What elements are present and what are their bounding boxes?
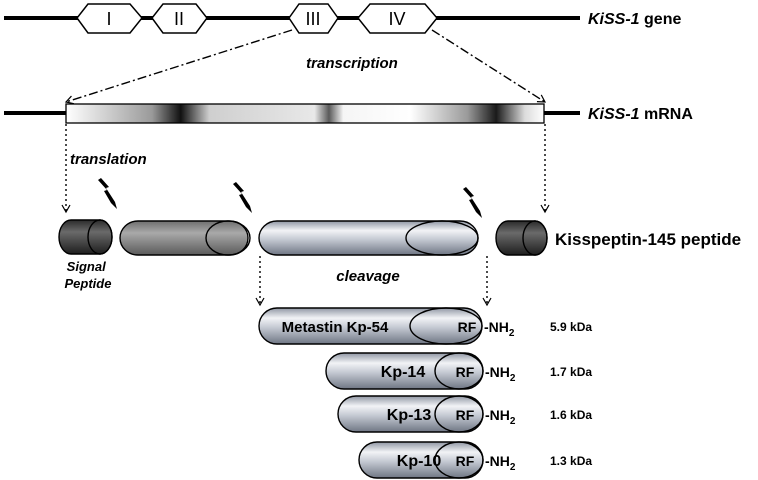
kisspeptin-145-label: Kisspeptin-145 peptide <box>555 230 741 249</box>
product-kp14-mass: 1.7 kDa <box>550 365 592 379</box>
product-kp54-terminus-text: -NH <box>484 319 509 335</box>
product-kp13-motif: RF <box>456 407 475 423</box>
product-kp10-terminus-sub: 2 <box>510 462 516 473</box>
exon-4: IV <box>357 3 438 34</box>
mrna-label: KiSS-1 mRNA <box>588 106 693 123</box>
product-kp10-motif: RF <box>456 453 475 469</box>
product-kp14-name: Kp-14 <box>381 364 426 381</box>
signal-peptide-cylinder <box>58 219 113 255</box>
cleavage-bolt-1-icon <box>98 178 117 209</box>
exon-2-label: II <box>174 9 184 29</box>
product-kp14-terminus-text: -NH <box>485 364 510 380</box>
product-kp10: Kp-10 RF -NH2 1.3 kDa <box>358 441 592 479</box>
product-kp54-motif: RF <box>458 319 477 335</box>
product-kp10-terminus-text: -NH <box>485 453 510 469</box>
translation-label: translation <box>70 151 147 168</box>
exon-4-label: IV <box>388 9 405 29</box>
transcription-arrow-right <box>431 29 547 103</box>
product-kp13-terminus-text: -NH <box>485 407 510 423</box>
cleavage-bolt-3-icon <box>463 187 482 218</box>
product-kp13-terminus: -NH2 <box>485 407 516 427</box>
mrna-label-name: KiSS-1 <box>588 106 640 123</box>
product-kp13: Kp-13 RF -NH2 1.6 kDa <box>337 395 592 433</box>
product-kp14-terminus: -NH2 <box>485 364 516 384</box>
signal-peptide-label-line1: Signal <box>67 259 106 274</box>
exon-1: I <box>76 3 143 34</box>
kisspeptin-54-precursor-cylinder <box>258 220 479 256</box>
product-kp10-mass: 1.3 kDa <box>550 454 592 468</box>
product-kp13-terminus-sub: 2 <box>510 416 516 427</box>
mrna-bar <box>65 103 545 124</box>
cleavage-bolt-2-icon <box>233 182 252 213</box>
product-kp14: Kp-14 RF -NH2 1.7 kDa <box>325 352 592 390</box>
product-kp54-mass: 5.9 kDa <box>550 320 592 334</box>
mrna-label-suffix: mRNA <box>640 106 694 123</box>
product-kp13-name: Kp-13 <box>387 407 432 424</box>
product-kp54-terminus-sub: 2 <box>509 328 515 339</box>
product-kp54-terminus: -NH2 <box>484 319 515 339</box>
gene-label-name: KiSS-1 <box>588 11 640 28</box>
gene-label-suffix: gene <box>640 11 682 28</box>
product-kp14-terminus-sub: 2 <box>510 373 516 384</box>
exon-2: II <box>151 3 208 34</box>
gene-label: KiSS-1 gene <box>588 11 681 28</box>
exon-3: III <box>288 3 339 34</box>
signal-peptide-label-line2: Peptide <box>65 276 112 291</box>
exon-1-label: I <box>106 9 111 29</box>
exon-3-label: III <box>305 9 320 29</box>
c-terminal-cylinder <box>495 220 548 256</box>
product-kp13-mass: 1.6 kDa <box>550 408 592 422</box>
signal-peptide-label: Signal Peptide <box>65 259 112 291</box>
product-kp54: Metastin Kp-54 RF -NH2 5.9 kDa <box>258 307 592 345</box>
product-kp10-terminus: -NH2 <box>485 453 516 473</box>
transcription-label: transcription <box>306 55 398 72</box>
product-kp10-name: Kp-10 <box>397 453 442 470</box>
product-kp54-name: Metastin Kp-54 <box>282 319 389 336</box>
product-kp14-motif: RF <box>456 364 475 380</box>
transcription-arrow-left <box>64 29 293 105</box>
propeptide-cylinder <box>119 220 251 256</box>
cleavage-label: cleavage <box>336 268 399 285</box>
